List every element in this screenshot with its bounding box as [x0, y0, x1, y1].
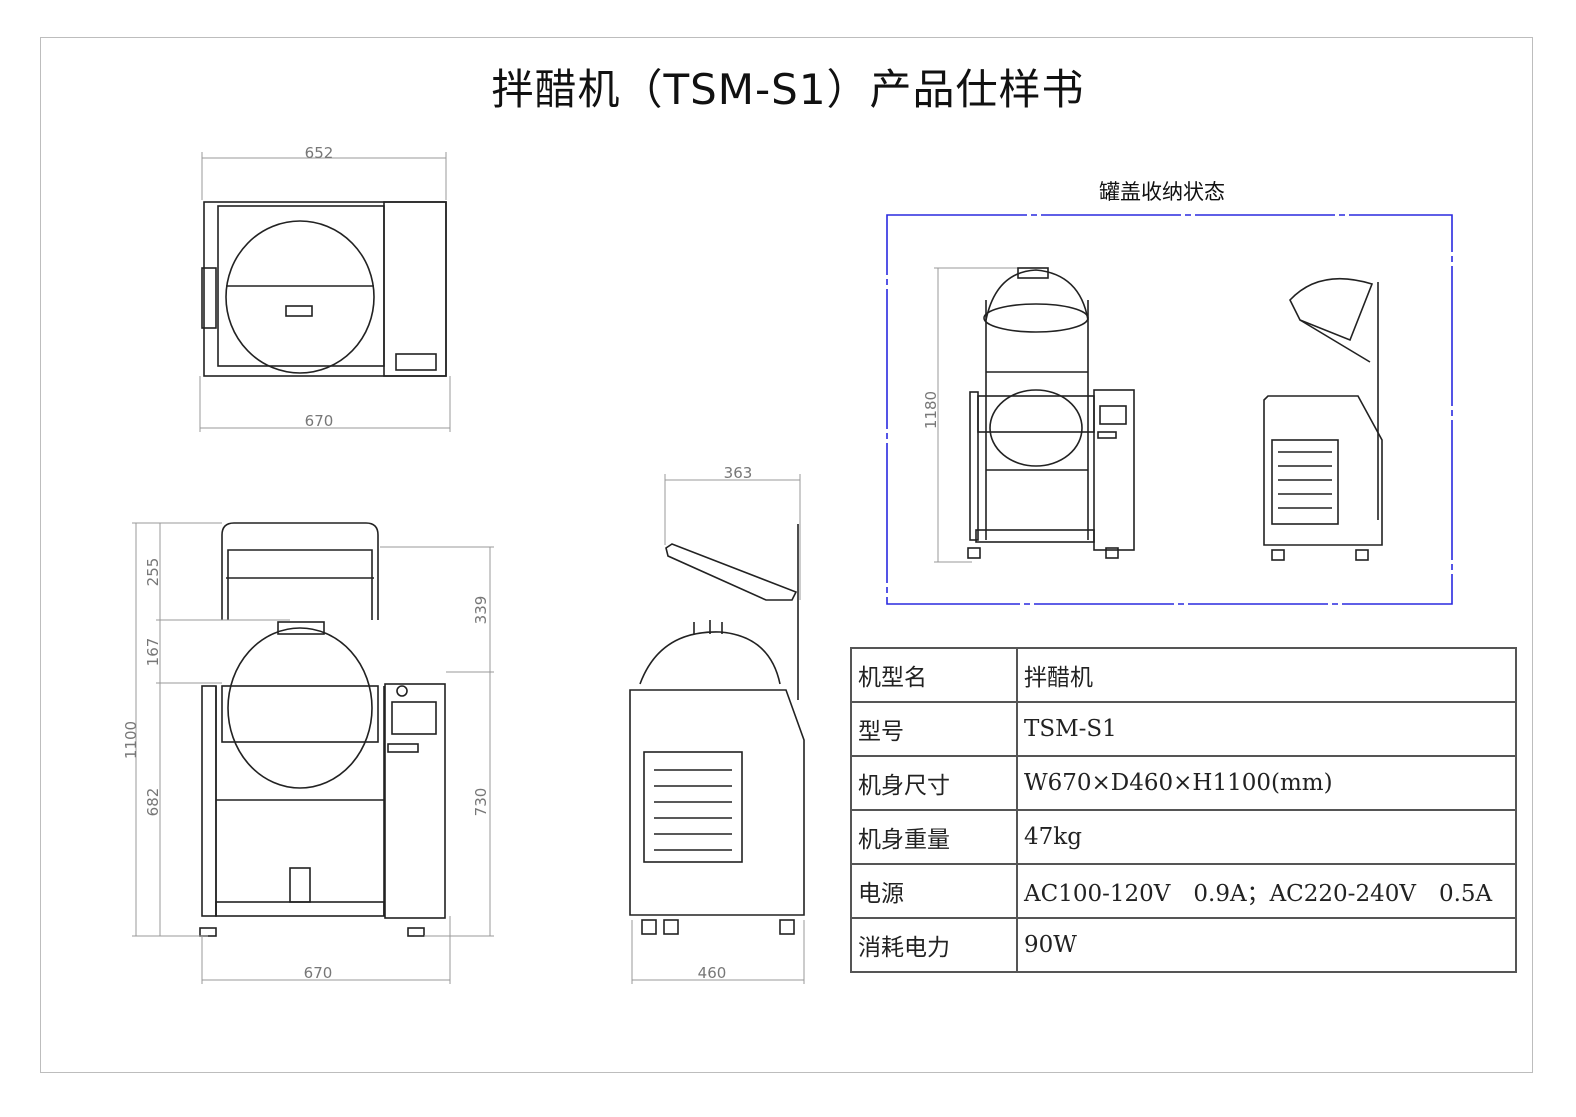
side-vent-slots [654, 769, 732, 851]
spec-value: 拌醋机 [1016, 647, 1517, 703]
spec-value: 47kg [1016, 809, 1517, 865]
front-right-top-dim: 339 [472, 596, 490, 625]
spec-value: TSM-S1 [1016, 701, 1517, 757]
top-view-depth-dim: 670 [305, 412, 334, 430]
side-depth-dim: 460 [698, 964, 727, 982]
spec-key: 机身重量 [850, 809, 1018, 865]
front-total-height-dim: 1100 [122, 721, 140, 759]
side-view-drawing: 363 460 [629, 464, 805, 984]
spec-value: AC100-120V 0.9A；AC220-240V 0.5A [1016, 863, 1517, 919]
top-view-drawing: 652 670 [199, 144, 451, 432]
spec-value: 90W [1016, 917, 1517, 973]
top-view-width-dim: 652 [305, 144, 334, 162]
spec-key: 消耗电力 [850, 917, 1018, 973]
front-body-height-dim: 682 [144, 788, 162, 817]
front-width-dim: 670 [304, 964, 333, 982]
stored-state-panel: 1180 [886, 214, 1453, 605]
front-right-bottom-dim: 730 [472, 788, 490, 817]
spec-key: 型号 [850, 701, 1018, 757]
stored-height-dim: 1180 [922, 391, 940, 429]
page-border [40, 37, 1533, 1073]
front-lid-height-dim: 167 [144, 638, 162, 667]
spec-key: 电源 [850, 863, 1018, 919]
spec-value: W670×D460×H1100(mm) [1016, 755, 1517, 811]
spec-key: 机型名 [850, 647, 1018, 703]
stored-state-label: 罐盖收纳状态 [1099, 180, 1225, 204]
front-handle-height-dim: 255 [144, 558, 162, 587]
side-top-dim: 363 [724, 464, 753, 482]
page-title: 拌醋机（TSM-S1）产品仕样书 [491, 65, 1085, 114]
front-view-drawing: 1100 255 167 682 339 730 670 [122, 522, 494, 984]
table-row: 机型名拌醋机 [850, 647, 1517, 703]
spec-key: 机身尺寸 [850, 755, 1018, 811]
